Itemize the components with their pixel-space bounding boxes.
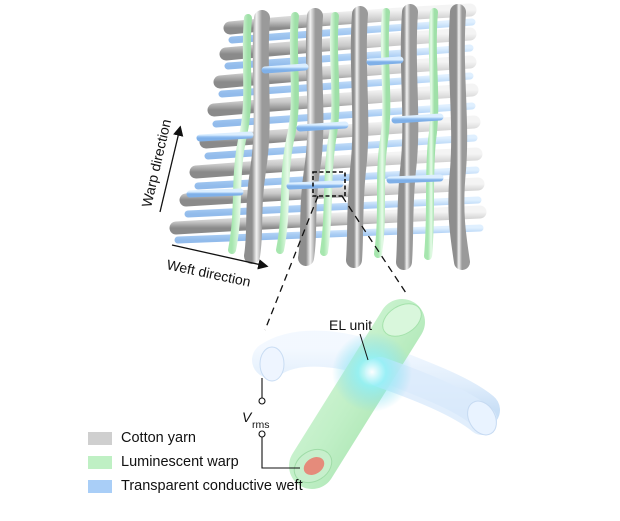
weft-direction-label: Weft direction — [165, 256, 252, 289]
cotton-warp-yarns — [244, 4, 470, 270]
legend: Cotton yarn Luminescent warp Transparent… — [88, 428, 303, 500]
legend-label: Luminescent warp — [121, 454, 239, 470]
voltage-subscript: rms — [252, 419, 270, 431]
voltage-main: V — [242, 409, 253, 425]
el-glow — [332, 332, 412, 412]
warp-direction-label: Warp direction — [138, 118, 174, 209]
legend-swatch — [88, 455, 112, 469]
voltage-label: V — [242, 409, 253, 425]
legend-item-conductive: Transparent conductive weft — [88, 476, 303, 496]
legend-label: Cotton yarn — [121, 430, 196, 446]
weft-direction-arrow-icon — [171, 244, 269, 270]
el-unit-zoom — [252, 299, 500, 489]
weft-strands-front — [186, 56, 444, 198]
woven-fabric — [169, 3, 487, 270]
electrode-terminal-icon — [258, 378, 300, 469]
legend-swatch — [88, 431, 112, 445]
el-unit-label: EL unit — [329, 317, 372, 333]
zoom-guide-left — [264, 195, 319, 331]
legend-item-cotton: Cotton yarn — [88, 428, 303, 448]
legend-label: Transparent conductive weft — [121, 478, 303, 494]
legend-swatch — [88, 479, 112, 493]
zoom-guide-right — [341, 195, 409, 297]
warp-direction-arrow-icon — [159, 125, 184, 213]
magnifier-box-icon — [312, 171, 346, 197]
conductive-core — [303, 457, 325, 475]
el-unit-pointer — [359, 333, 369, 361]
legend-item-luminescent: Luminescent warp — [88, 452, 303, 472]
luminescent-warp-strands — [228, 8, 439, 260]
